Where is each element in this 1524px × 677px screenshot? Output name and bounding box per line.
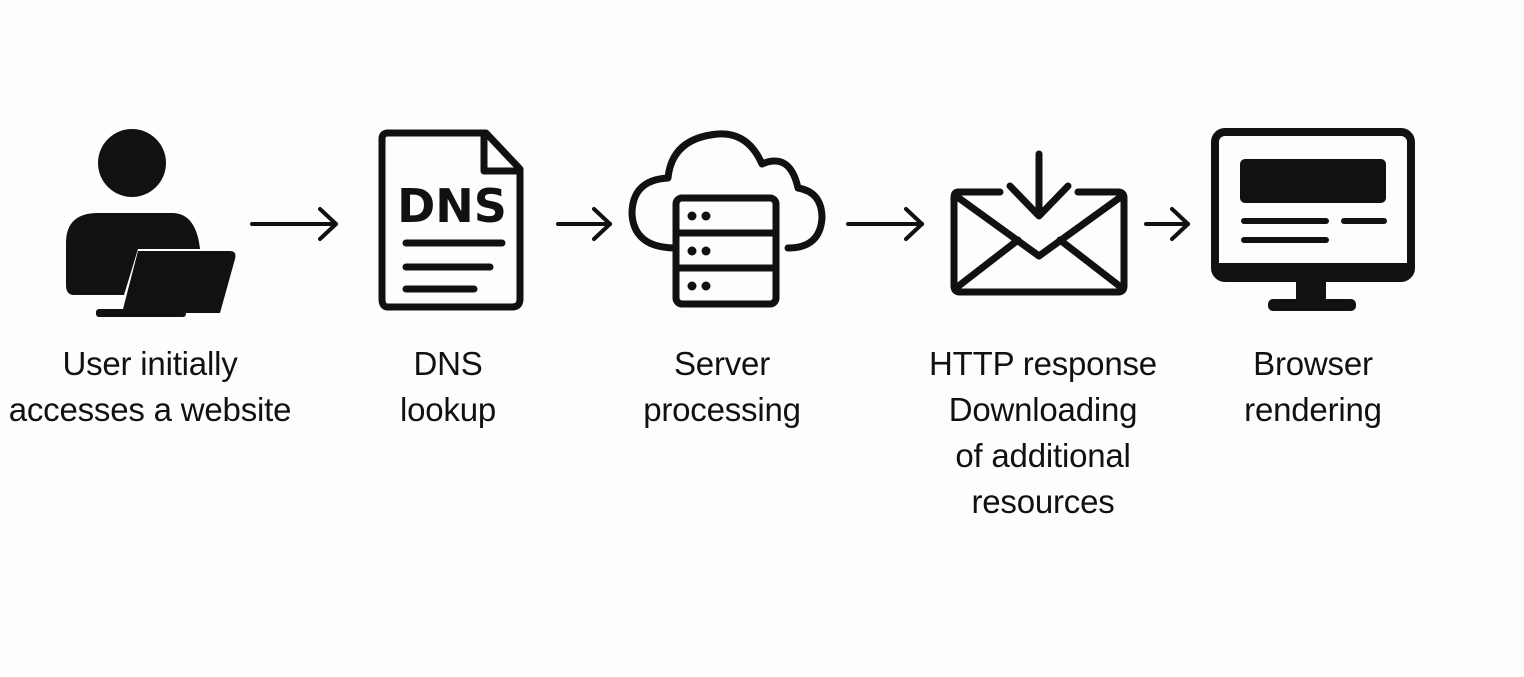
- arrow-icon: [250, 207, 338, 241]
- monitor-icon: [1211, 128, 1415, 311]
- arrow-icon: [556, 207, 612, 241]
- arrow-icon: [1144, 207, 1190, 241]
- step-label-user: User initially accesses a website: [8, 345, 292, 428]
- dns-document-text: DNS: [397, 179, 507, 233]
- step-label-http: HTTP response Downloading of additional …: [929, 345, 1157, 520]
- dns-document-icon: DNS: [378, 129, 524, 311]
- arrow-icon: [846, 207, 924, 241]
- step-label-server: Server processing: [643, 345, 801, 428]
- cloud-server-icon: [628, 130, 826, 308]
- envelope-download-icon: [950, 150, 1128, 296]
- step-label-dns: DNS lookup: [399, 345, 497, 428]
- step-label-browser: Browser rendering: [1244, 345, 1382, 428]
- user-laptop-icon: [66, 129, 236, 317]
